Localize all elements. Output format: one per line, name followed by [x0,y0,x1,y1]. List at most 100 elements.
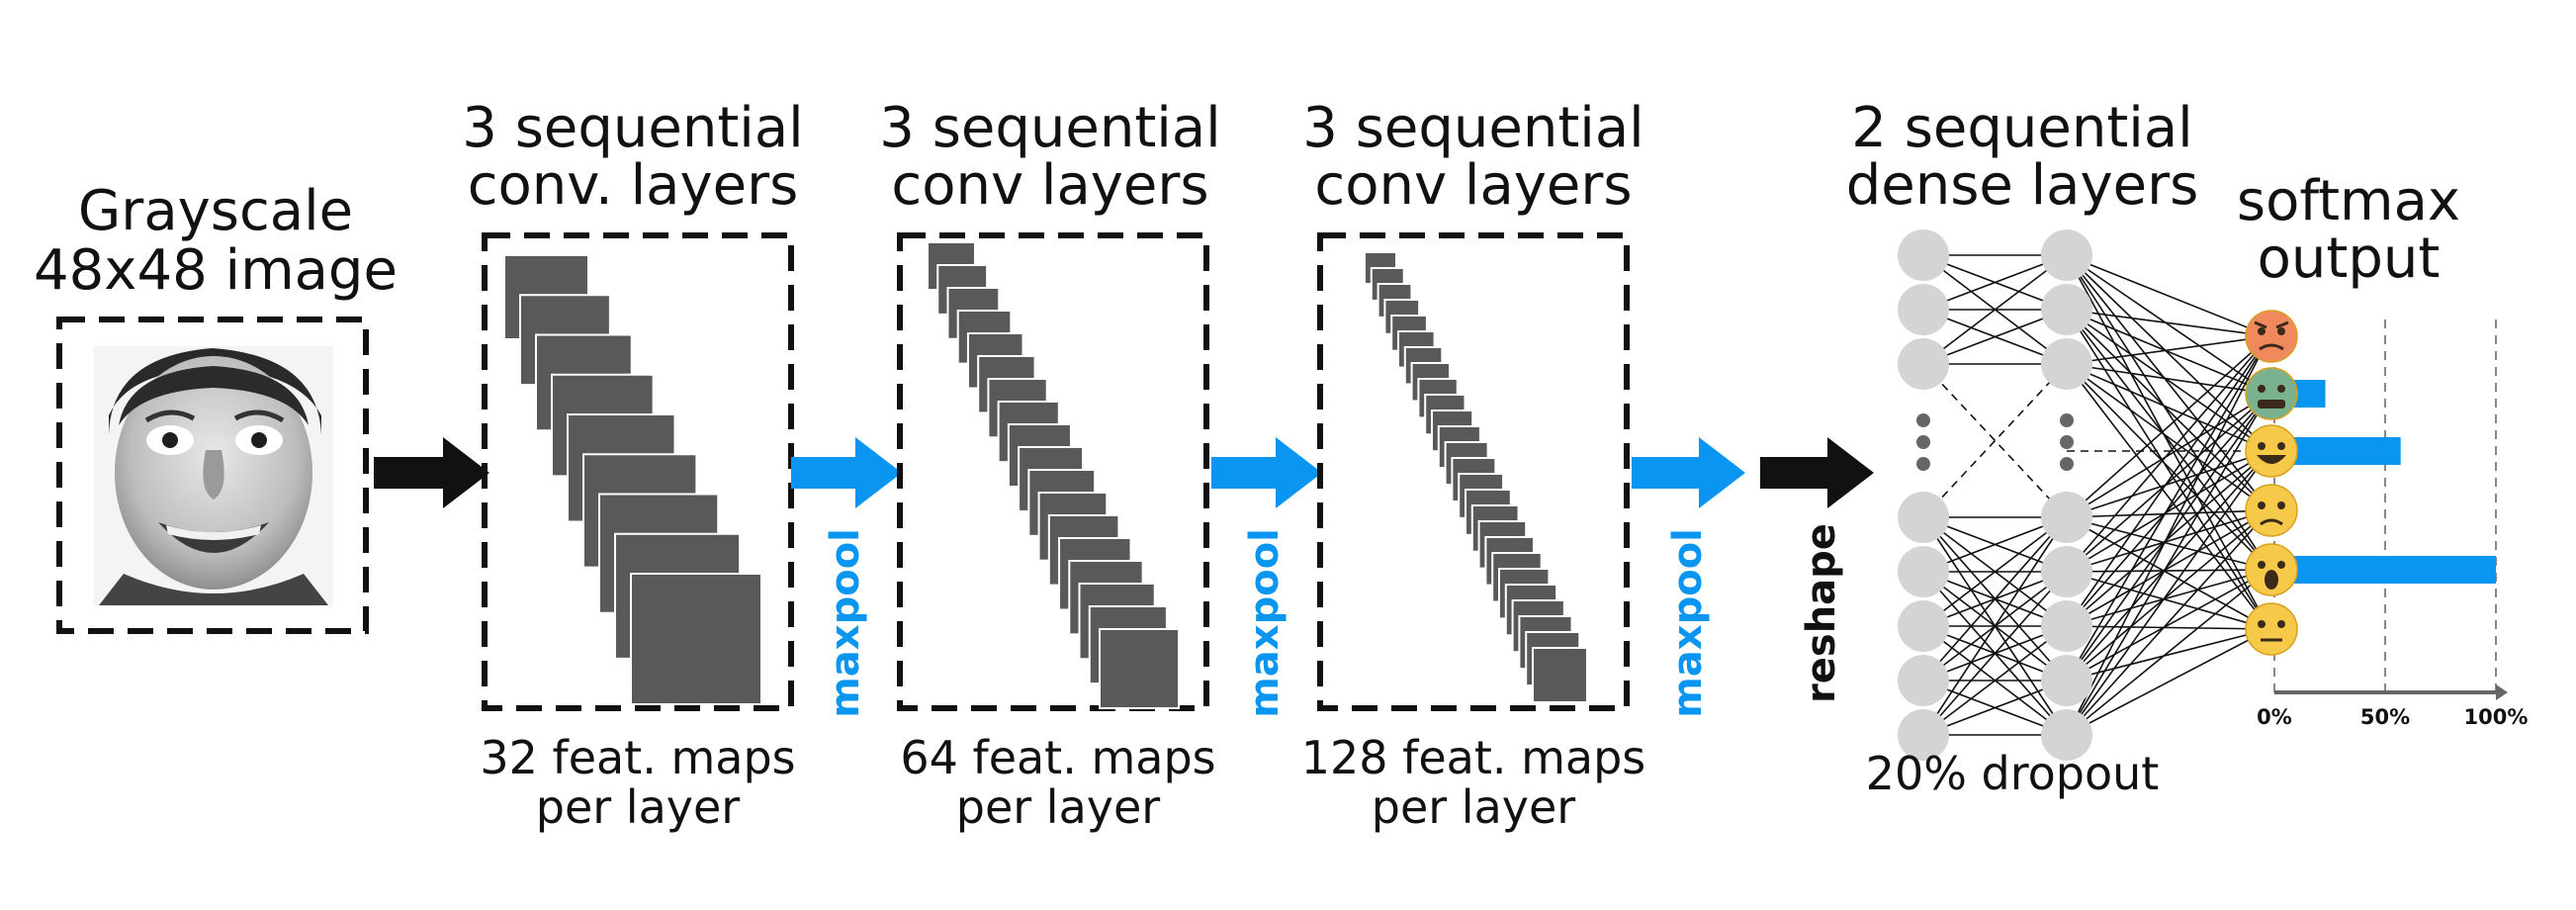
output-edge [2066,309,2270,511]
dense2-node [2041,546,2092,597]
output-edge [2066,254,2270,630]
output-edge [2066,509,2270,627]
dense-edge-dashed [1922,363,2068,518]
maxpool-label-2: maxpool [1242,528,1288,718]
conv2-title-line2: conv layers [891,153,1208,218]
output-edge [2066,569,2270,682]
output-edge [2066,509,2270,518]
dense-caption: 20% dropout [1866,747,2160,800]
laughing-face-icon [2245,424,2298,478]
conv3-frame [1317,232,1630,711]
output-edge [2066,254,2270,337]
output-edge [2066,450,2270,573]
dense1-node [1898,709,1949,761]
output-edge [2066,450,2270,627]
conv1-caption-line2: per layer [536,780,741,834]
output-edge [2066,254,2270,395]
output-edge [2066,450,2270,736]
angry-face-icon [2245,310,2298,363]
output-edge [2066,309,2270,337]
maxpool-label-1: maxpool [823,528,868,718]
tick-100: 100% [2464,705,2529,729]
softmax-title-line1: softmax [2237,169,2460,233]
ellipsis-dot [2060,435,2074,449]
maxpool-arrow-1 [791,437,902,508]
output-edge [2066,335,2270,573]
axis-arrowhead [2496,684,2508,700]
reshape-arrow [1760,437,1874,508]
maxpool-arrow-2 [1211,437,1322,508]
softmax-chart: 0% 50% 100% [2245,310,2529,729]
conv1-caption-line1: 32 feat. maps [480,731,795,784]
output-edge [2066,571,2270,630]
conv3-title-line2: conv layers [1314,153,1632,218]
output-edge [2066,363,2270,571]
dense2-node [2041,338,2092,390]
output-edge [2066,254,2270,511]
output-edge [2066,335,2270,736]
conv2-title-line1: 3 sequential [879,96,1220,160]
output-edge [2066,393,2270,518]
output-edge [2066,450,2270,518]
conv3-title-line1: 3 sequential [1302,96,1643,160]
forward-arrow-1 [374,437,489,508]
output-edge [2066,254,2270,571]
sad-face-icon [2245,484,2298,537]
dense-edge [1922,571,2068,736]
dense-edge [1922,516,2068,682]
maxpool-arrow-3 [1632,437,1745,508]
output-edge [2066,309,2270,395]
conv1-title-line1: 3 sequential [462,96,803,160]
output-edge [2066,335,2270,518]
output-edge [2066,516,2270,571]
conv1-frame [482,232,794,711]
dense-edge [1922,254,2068,365]
dense-title-line2: dense layers [1846,153,2199,218]
output-edge [2066,625,2270,630]
face-photo [94,346,333,605]
output-edge [2066,569,2270,736]
dense-edge [1922,625,2068,736]
output-edge [2066,363,2270,511]
dense1-node [1898,338,1949,390]
output-edge [2066,335,2270,682]
dense1-node [1898,284,1949,335]
ellipsis-dot [1916,435,1930,449]
conv1-title-line2: conv. layers [468,153,799,218]
output-edge [2066,509,2270,736]
dense2-node [2041,492,2092,543]
dense2-node [2041,600,2092,652]
input-title-line2: 48x48 image [34,238,398,303]
output-edge [2066,628,2270,682]
ellipsis-dot [2060,457,2074,471]
output-edge [2066,516,2270,630]
ellipsis-dot [2060,413,2074,427]
output-edge [2066,254,2270,452]
output-edge [2066,569,2270,627]
conv2-caption-line1: 64 feat. maps [900,731,1215,784]
dense2-node [2041,709,2092,761]
dense2-node [2041,655,2092,706]
output-edge [2066,363,2270,452]
output-edge [2066,335,2270,627]
surprised-face-icon [2245,543,2298,596]
input-title-line1: Grayscale [78,179,353,243]
ellipsis-dot [1916,413,1930,427]
softmax-title-line2: output [2258,227,2441,291]
dense-title-line1: 2 sequential [1851,96,2192,160]
output-edge [2066,509,2270,573]
ellipsis-dot [1916,457,1930,471]
dense-network [1898,229,2270,761]
dense2-node [2041,229,2092,281]
dense1-node [1898,229,1949,281]
conv2-frame [897,232,1209,711]
dense1-node [1898,492,1949,543]
probability-bar [2274,556,2496,584]
conv1-feature-map [630,573,762,705]
input-image-frame [56,317,369,634]
conv3-feature-maps [1364,251,1588,703]
dense-edge [1922,516,2068,736]
output-edge [2066,393,2270,736]
dense1-node [1898,600,1949,652]
